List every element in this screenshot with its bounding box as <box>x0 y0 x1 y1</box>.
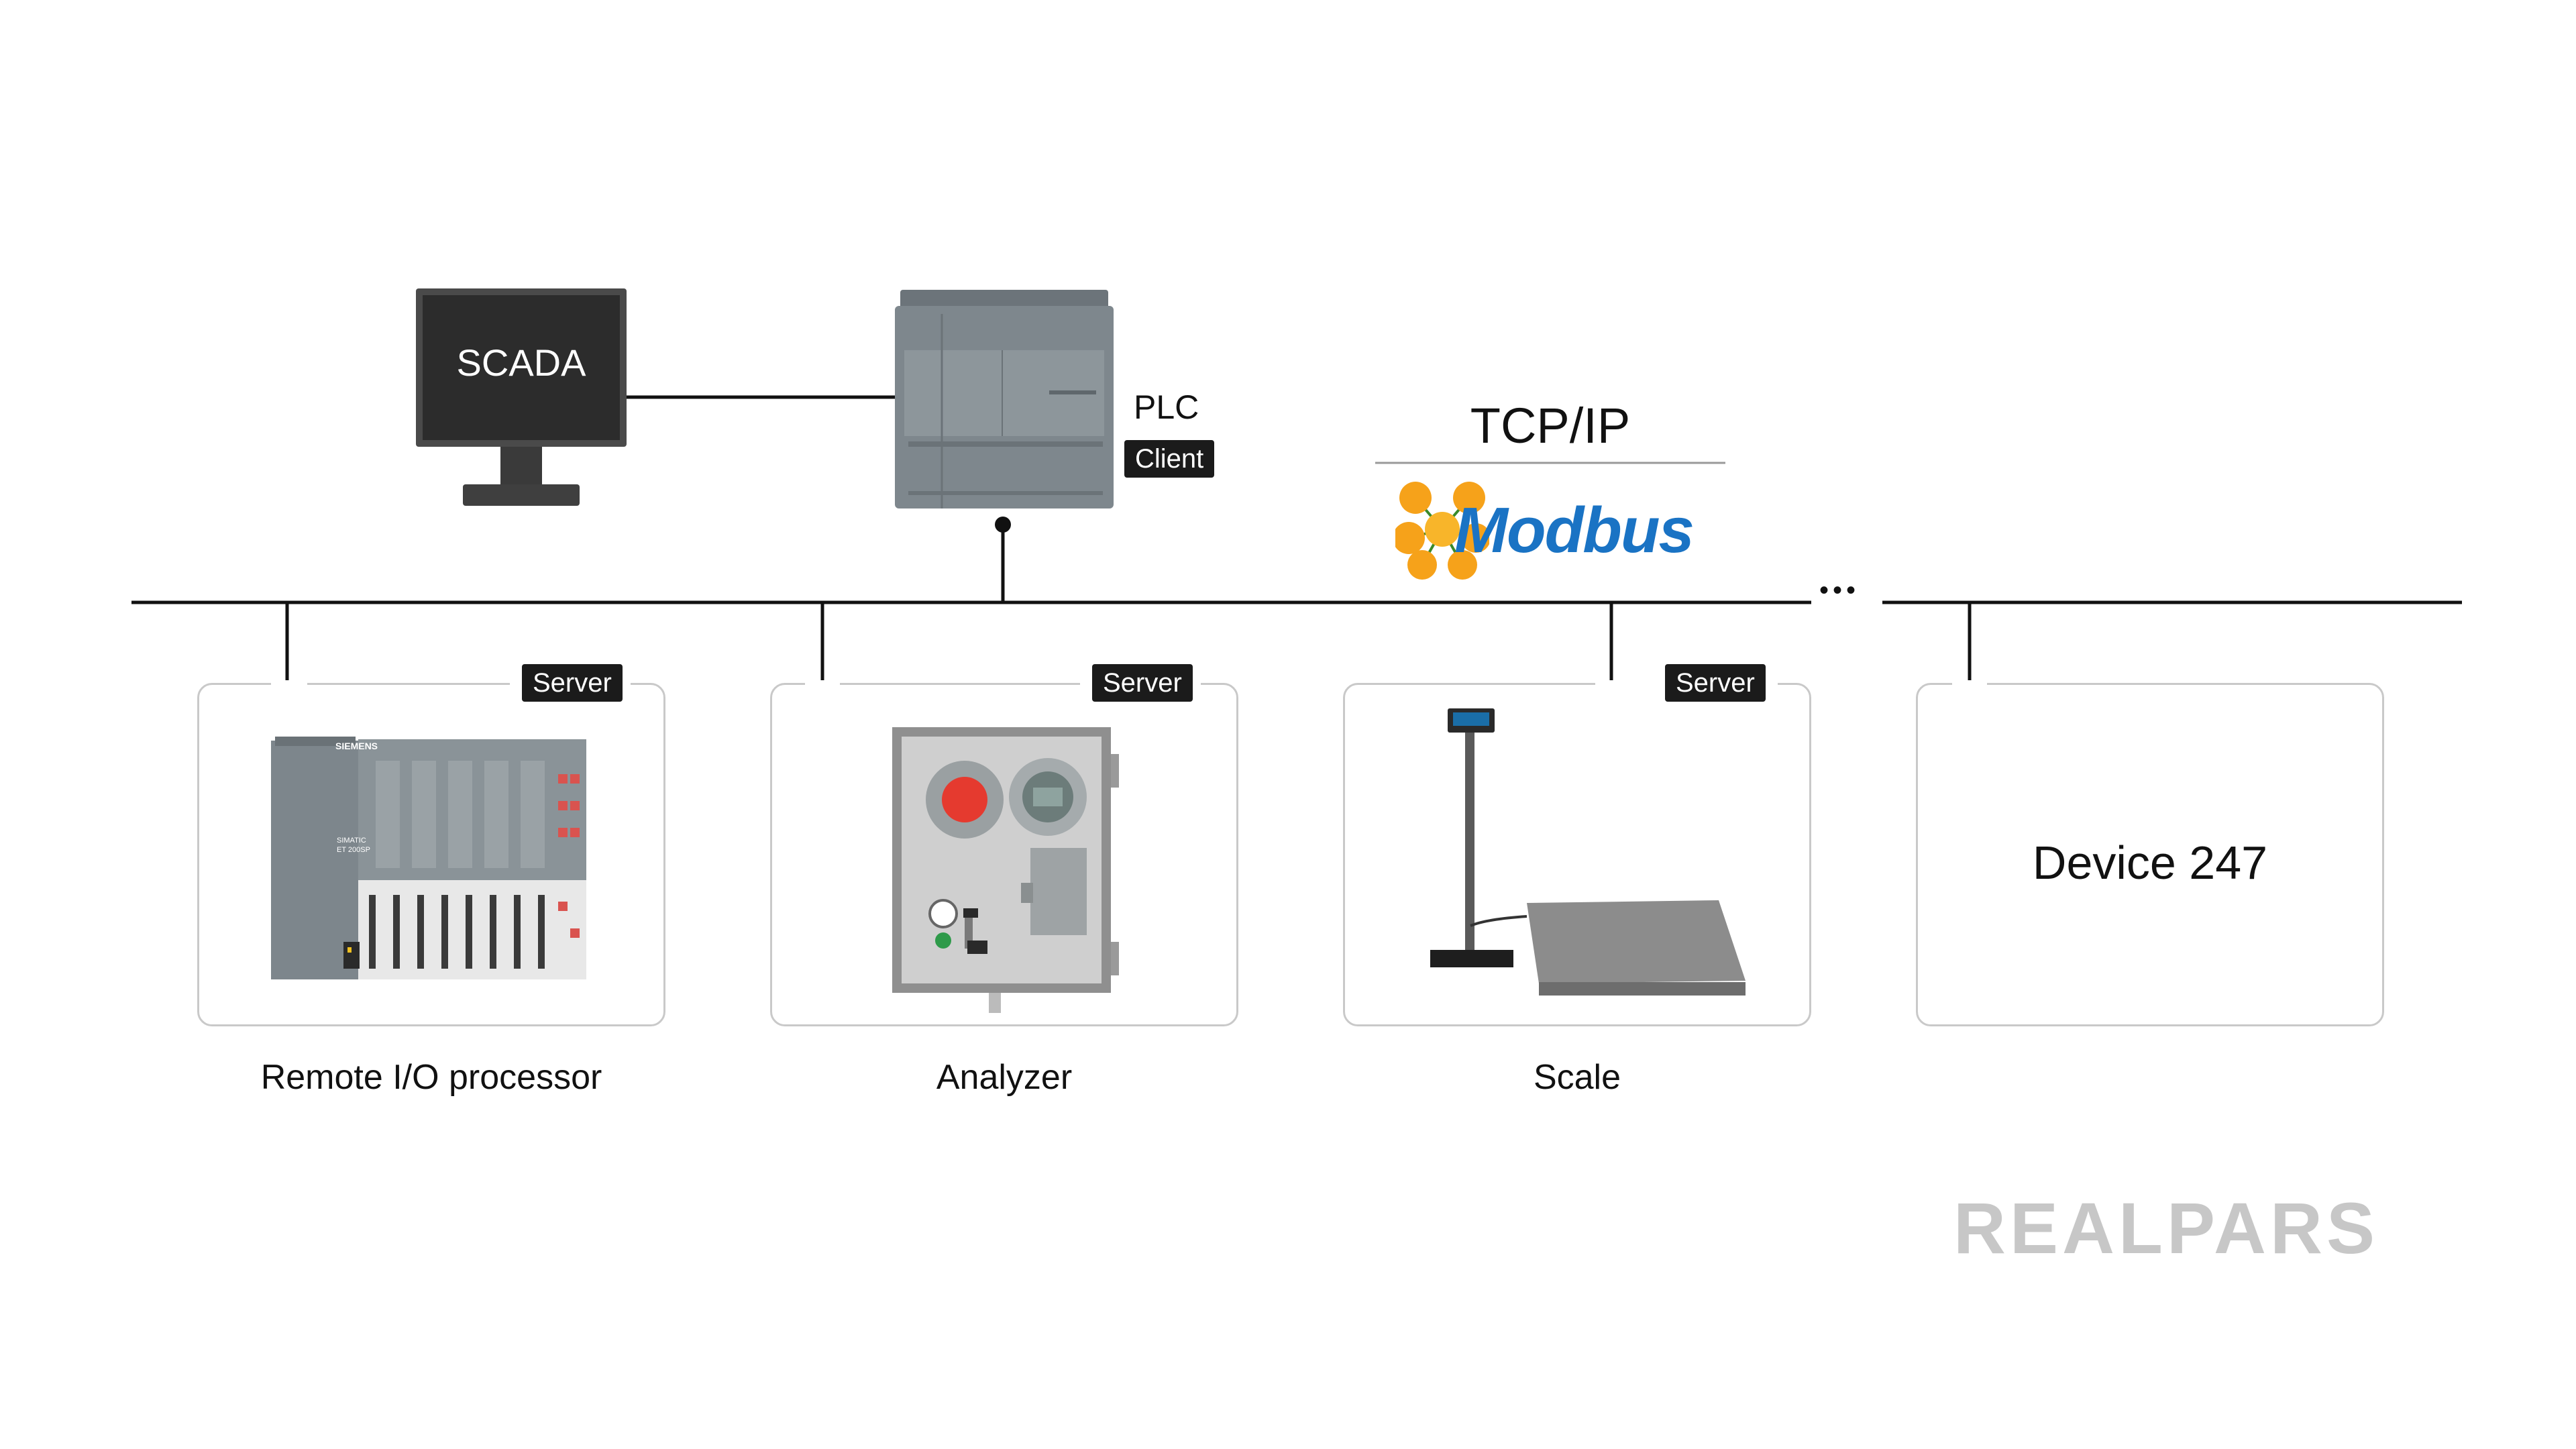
card-line-gap-4 <box>1952 680 1987 688</box>
remote-io-panel-text: SIMATIC ET 200SP <box>337 837 370 854</box>
modbus-logo-icon <box>1395 482 1489 580</box>
card-line-gap-3 <box>1595 680 1629 688</box>
plc-connection-dot <box>995 517 1011 533</box>
scada-label: SCADA <box>456 341 586 384</box>
plc-client-badge: Client <box>1124 440 1215 478</box>
scale-label: Scale <box>1533 1058 1621 1097</box>
more-devices-ellipsis: ••• <box>1819 576 1860 605</box>
card-line-gap-1 <box>271 680 307 688</box>
scada-monitor-icon <box>416 288 627 506</box>
device-247-label: Device 247 <box>2032 837 2268 889</box>
scale-device-icon <box>1430 708 1746 996</box>
remote-io-device-icon <box>271 737 586 979</box>
modbus-logo-text: Modbus <box>1454 494 1695 566</box>
card-line-gap-2 <box>805 680 840 688</box>
analyzer-server-badge: Server <box>1092 664 1193 702</box>
scale-server-badge: Server <box>1665 664 1766 702</box>
protocol-title: TCP/IP <box>1470 398 1631 453</box>
realpars-watermark: REALPARS <box>1953 1187 2379 1269</box>
remote-io-server-badge: Server <box>522 664 623 702</box>
remote-io-label: Remote I/O processor <box>260 1058 602 1097</box>
analyzer-label: Analyzer <box>936 1058 1073 1097</box>
analyzer-device-icon <box>892 727 1119 1013</box>
plc-label: PLC <box>1134 388 1199 426</box>
plc-device-icon <box>895 290 1114 508</box>
remote-io-brand-text: SIEMENS <box>335 741 378 751</box>
device-card-247 <box>1916 683 2384 1026</box>
